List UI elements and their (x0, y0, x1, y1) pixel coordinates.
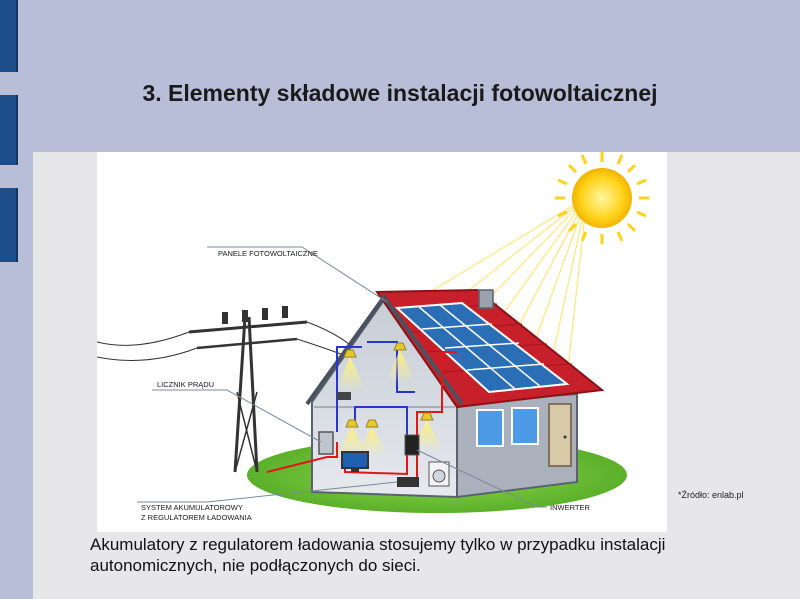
slide-title: 3. Elementy składowe instalacji fotowolt… (142, 80, 658, 106)
left-tab-2 (0, 95, 18, 165)
pv-diagram-svg: PANELE FOTOWOLTAICZNE LICZNIK PRĄDU SYST… (96, 152, 649, 522)
label-electricity-meter: LICZNIK PRĄDU (157, 380, 214, 389)
label-inverter: INWERTER (550, 503, 590, 512)
leader-lines (137, 246, 547, 508)
label-pv-panels: PANELE FOTOWOLTAICZNE (218, 249, 318, 258)
ceiling-lamps (335, 342, 444, 457)
slide-body-text: Akumulatory z regulatorem ładowania stos… (90, 535, 666, 575)
left-tab-3 (0, 188, 18, 262)
power-pole (96, 306, 363, 473)
solar-panels (394, 301, 570, 394)
electricity-meter (318, 431, 334, 455)
label-battery-system-line2: Z REGULATOREM ŁADOWANIA (141, 513, 252, 522)
appliances (337, 392, 450, 487)
sun-icon (555, 152, 649, 244)
label-battery-system-line1: SYSTEM AKUMULATOROWY (141, 503, 243, 512)
source-note: *Źródło: enlab.pl (678, 490, 744, 500)
pv-installation-illustration: PANELE FOTOWOLTAICZNE LICZNIK PRĄDU SYST… (96, 152, 667, 532)
left-tab-1 (0, 0, 18, 72)
